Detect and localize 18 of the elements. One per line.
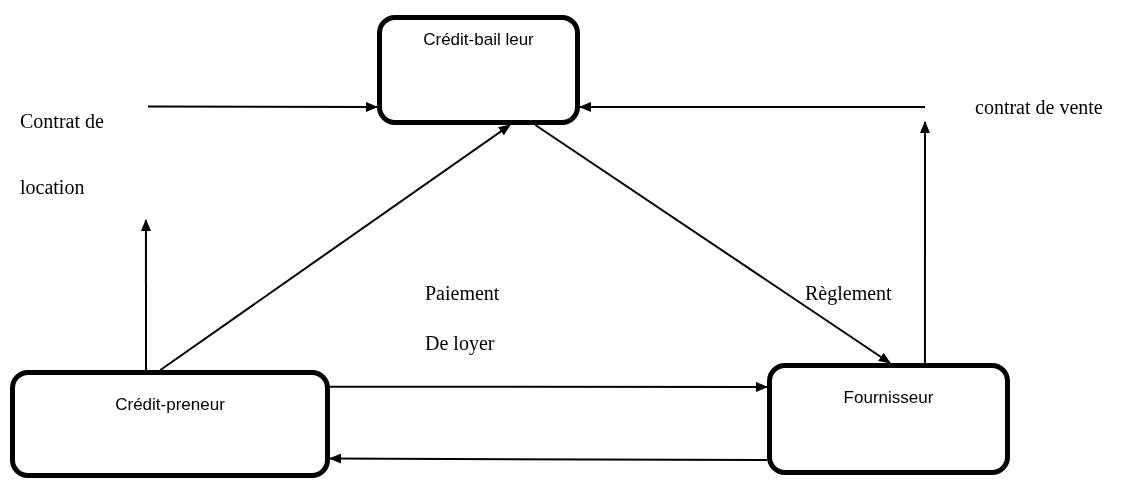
arrow (147, 101, 378, 112)
node-text: contrat de vente (975, 96, 1103, 118)
arrow (329, 381, 768, 392)
arrow (159, 124, 511, 371)
process-box (377, 15, 580, 125)
arrow (534, 124, 891, 364)
arrow (140, 219, 151, 371)
flow-label: Règlement (805, 281, 893, 307)
process-box (10, 370, 330, 478)
arrow (920, 121, 930, 364)
arrow (329, 453, 768, 464)
process-box (767, 363, 1010, 475)
node-text: Contrat de location (20, 110, 104, 198)
node-text: Crédit-preneur (115, 395, 225, 414)
node-text: Crédit-bail leur (423, 30, 534, 49)
arrow (579, 101, 926, 112)
node-text: Fournisseur (843, 388, 934, 407)
flow-label: Paiement De loyer (425, 281, 501, 357)
